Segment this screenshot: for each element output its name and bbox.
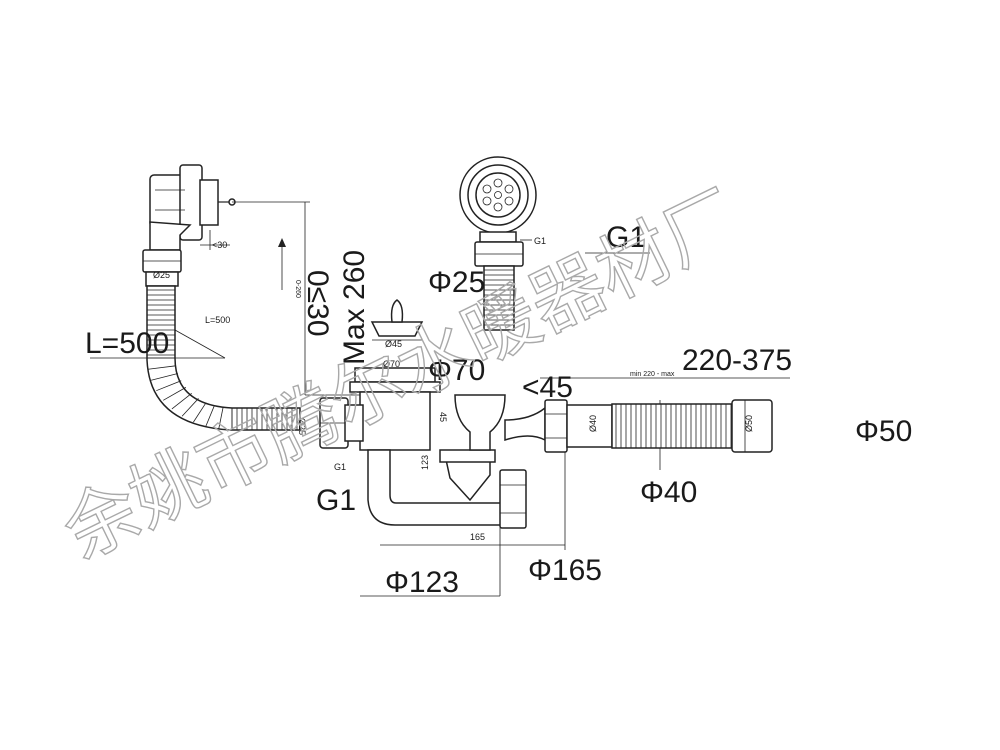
label-phi25: Φ25 bbox=[428, 266, 485, 299]
flexible-hose-overflow bbox=[146, 285, 301, 431]
small-w165: 165 bbox=[470, 532, 485, 542]
small-d40: Ø40 bbox=[588, 415, 598, 432]
label-angle-30: 0≤30 bbox=[301, 270, 334, 337]
strainer-top-view bbox=[459, 156, 537, 331]
small-min-range: min 220 - max bbox=[630, 371, 675, 378]
overflow-drain-assembly bbox=[142, 164, 236, 287]
small-l500: L=500 bbox=[205, 315, 230, 325]
label-g1-left: G1 bbox=[316, 484, 356, 517]
small-d70: Ø70 bbox=[383, 359, 400, 369]
small-lt30: <30 bbox=[212, 240, 227, 250]
label-phi40: Φ40 bbox=[640, 476, 697, 509]
small-d25-top: Ø25 bbox=[153, 270, 170, 280]
stopper-plug bbox=[370, 299, 424, 341]
small-d50: Ø50 bbox=[744, 415, 754, 432]
label-phi123: Φ123 bbox=[385, 566, 459, 599]
small-d45: Ø45 bbox=[385, 339, 402, 349]
small-g1-top: G1 bbox=[534, 236, 546, 246]
label-max260: Max 260 bbox=[338, 250, 371, 365]
label-l500: L=500 bbox=[85, 327, 169, 360]
small-h45: 45 bbox=[438, 412, 448, 422]
small-d25-side: Ø25 bbox=[297, 418, 307, 435]
small-g1-bottom: G1 bbox=[334, 462, 346, 472]
label-lt45: <45 bbox=[522, 371, 573, 404]
label-g1-top: G1 bbox=[606, 221, 646, 254]
label-phi50: Φ50 bbox=[855, 415, 912, 448]
outlet-hose bbox=[544, 399, 773, 453]
corrugated-hose-right bbox=[611, 403, 733, 449]
small-range: 0-260 bbox=[294, 280, 301, 298]
small-annotations: <30 Ø25 L=500 0-260 Ø45 Ø70 G1 min 220 -… bbox=[153, 236, 754, 542]
small-h123: 123 bbox=[420, 455, 430, 470]
label-length-range: 220-375 bbox=[682, 344, 792, 377]
label-phi165: Φ165 bbox=[528, 554, 602, 587]
label-phi70: Φ70 bbox=[428, 354, 485, 387]
drain-body bbox=[319, 367, 546, 529]
dimension-labels: L=500 Max 260 0≤30 G1 Φ25 Φ70 <45 220-37… bbox=[85, 221, 912, 599]
